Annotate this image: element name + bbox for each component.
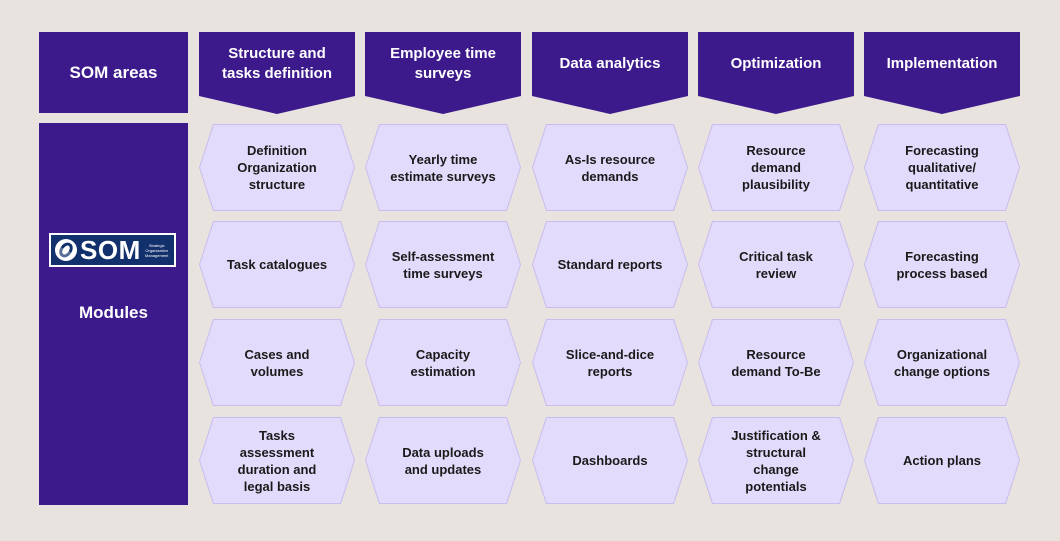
- column-header-3: Data analytics: [532, 32, 688, 114]
- module-cell-label: Forecasting process based: [865, 222, 1019, 307]
- module-cell-label: Forecasting qualitative/ quantitative: [865, 125, 1019, 210]
- logo-text: SOM: [80, 234, 141, 265]
- module-cell-label: Dashboards: [533, 418, 687, 503]
- module-cell: Action plans: [864, 417, 1020, 504]
- column-header-5: Implementation: [864, 32, 1020, 114]
- module-cell: Standard reports: [532, 221, 688, 308]
- module-cell-label: Cases and volumes: [200, 320, 354, 405]
- module-cell-label: As-Is resource demands: [533, 125, 687, 210]
- module-cell: Task catalogues: [199, 221, 355, 308]
- column-header-4: Optimization: [698, 32, 854, 114]
- module-cell: Cases and volumes: [199, 319, 355, 406]
- module-cell: Critical task review: [698, 221, 854, 308]
- module-cell-label: Organizational change options: [865, 320, 1019, 405]
- module-cell: Yearly time estimate surveys: [365, 124, 521, 211]
- module-cell-label: Action plans: [865, 418, 1019, 503]
- som-areas-label: SOM areas: [69, 62, 158, 82]
- module-cell: Forecasting process based: [864, 221, 1020, 308]
- module-cell-label: Self-assessment time surveys: [366, 222, 520, 307]
- module-cell: Capacity estimation: [365, 319, 521, 406]
- module-cell-label: Tasks assessment duration and legal basi…: [200, 418, 354, 503]
- som-logo-icon: [55, 239, 77, 261]
- module-cell: Data uploads and updates: [365, 417, 521, 504]
- module-cell-label: Standard reports: [533, 222, 687, 307]
- module-cell: Slice-and-dice reports: [532, 319, 688, 406]
- module-cell: Justification & structural change potent…: [698, 417, 854, 504]
- column-header-label: Structure and tasks definition: [221, 45, 333, 82]
- module-cell: Dashboards: [532, 417, 688, 504]
- module-cell: Organizational change options: [864, 319, 1020, 406]
- modules-label: Modules: [79, 303, 148, 322]
- module-cell-label: Task catalogues: [200, 222, 354, 307]
- module-cell-label: Yearly time estimate surveys: [366, 125, 520, 210]
- module-cell: As-Is resource demands: [532, 124, 688, 211]
- module-cell-label: Resource demand plausibility: [699, 125, 853, 210]
- column-header-2: Employee time surveys: [365, 32, 521, 114]
- column-header-label: Optimization: [730, 55, 822, 72]
- module-cell-label: Critical task review: [699, 222, 853, 307]
- column-header-label: Implementation: [886, 55, 998, 72]
- module-cell: Resource demand To-Be: [698, 319, 854, 406]
- module-cell: Definition Organization structure: [199, 124, 355, 211]
- module-cell: Self-assessment time surveys: [365, 221, 521, 308]
- module-cell-label: Data uploads and updates: [366, 418, 520, 503]
- module-cell-label: Definition Organization structure: [200, 125, 354, 210]
- logo-subtext: Strategic Organization Management: [145, 242, 169, 258]
- module-cell: Resource demand plausibility: [698, 124, 854, 211]
- column-header-label: Employee time surveys: [390, 45, 496, 82]
- column-header-label: Data analytics: [559, 55, 661, 72]
- som-logo: SOM Strategic Organization Management: [49, 233, 176, 267]
- column-header-1: Structure and tasks definition: [199, 32, 355, 114]
- module-cell-label: Capacity estimation: [366, 320, 520, 405]
- module-cell-label: Justification & structural change potent…: [699, 418, 853, 503]
- module-cell: Forecasting qualitative/ quantitative: [864, 124, 1020, 211]
- module-cell-label: Resource demand To-Be: [699, 320, 853, 405]
- module-cell-label: Slice-and-dice reports: [533, 320, 687, 405]
- module-cell: Tasks assessment duration and legal basi…: [199, 417, 355, 504]
- modules-box: SOM Strategic Organization Management Mo…: [39, 123, 188, 505]
- som-areas-box: SOM areas: [39, 32, 188, 113]
